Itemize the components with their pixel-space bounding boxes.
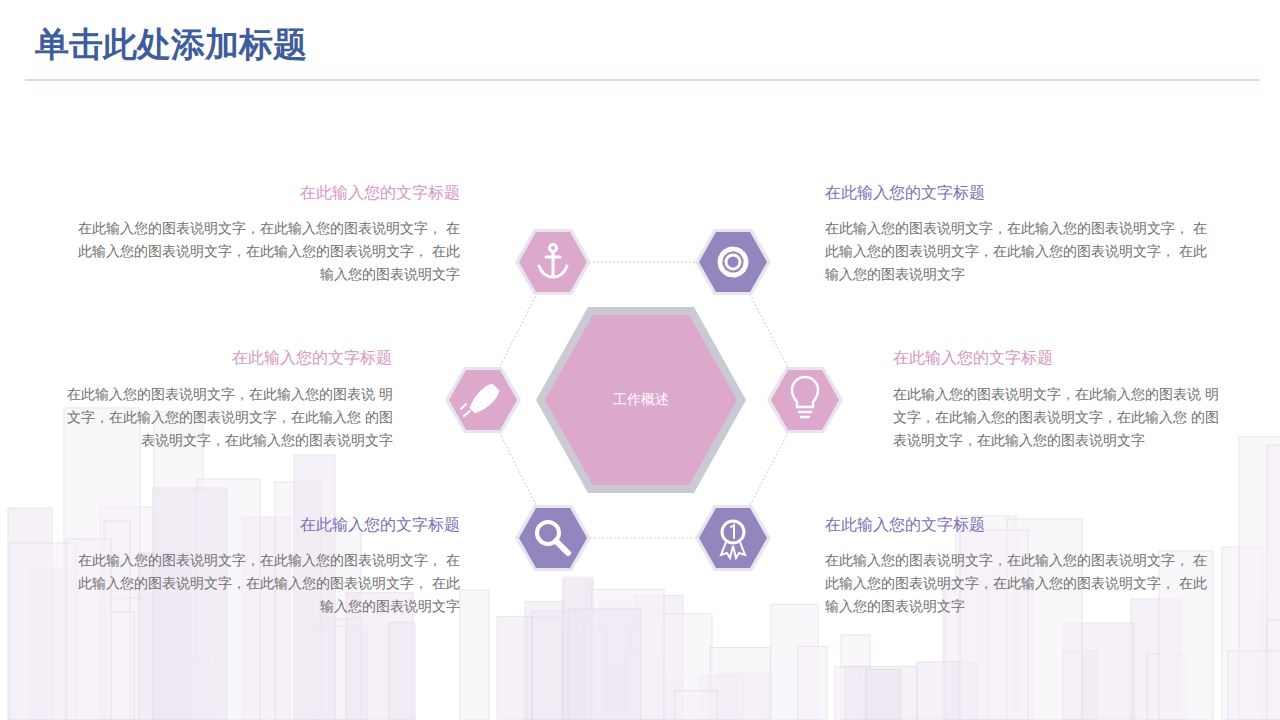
icons (461, 245, 818, 559)
skyline-building (153, 488, 227, 720)
skyline-building (460, 590, 489, 720)
center-hex-border (536, 307, 746, 493)
skyline-building (675, 691, 717, 720)
text-body: 在此输入您的图表说明文字，在此输入您的图表说明文字， 在此输入您的图表说明文字，… (68, 549, 460, 618)
text-heading: 在此输入您的文字标题 (300, 515, 460, 536)
text-body: 在此输入您的图表说明文字，在此输入您的图表说明文字， 在此输入您的图表说明文字，… (68, 217, 460, 286)
skyline-building (710, 648, 770, 720)
dotted-ring (483, 262, 805, 538)
text-body: 在此输入您的图表说明文字，在此输入您的图表说明文字， 在此输入您的图表说明文字，… (825, 217, 1217, 286)
node-text: 工作概述 (613, 391, 669, 409)
skyline-building (845, 666, 917, 720)
skyline-building (1228, 651, 1280, 720)
text-heading: 在此输入您的文字标题 (825, 515, 985, 536)
slide-title: 单击此处添加标题 (35, 22, 307, 68)
text-body: 在此输入您的图表说明文字，在此输入您的图表说 明文字，在此输入您的图表说明文字，… (53, 383, 393, 452)
text-heading: 在此输入您的文字标题 (300, 183, 460, 204)
title-rule (25, 80, 1260, 81)
skyline-building (389, 623, 415, 720)
skyline-building (568, 609, 641, 720)
text-heading: 在此输入您的文字标题 (893, 348, 1053, 369)
text-body: 在此输入您的图表说明文字，在此输入您的图表说明文字， 在此输入您的图表说明文字，… (825, 549, 1217, 618)
skyline-building (866, 670, 900, 720)
hexagon-node: 工作概述 (545, 315, 737, 485)
skyline-building (497, 617, 532, 720)
text-heading: 在此输入您的文字标题 (232, 348, 392, 369)
skyline-building (798, 646, 827, 720)
text-body: 在此输入您的图表说明文字，在此输入您的图表说 明文字，在此输入您的图表说明文字，… (893, 383, 1233, 452)
text-heading: 在此输入您的文字标题 (825, 183, 985, 204)
small-hexagons (445, 229, 843, 571)
